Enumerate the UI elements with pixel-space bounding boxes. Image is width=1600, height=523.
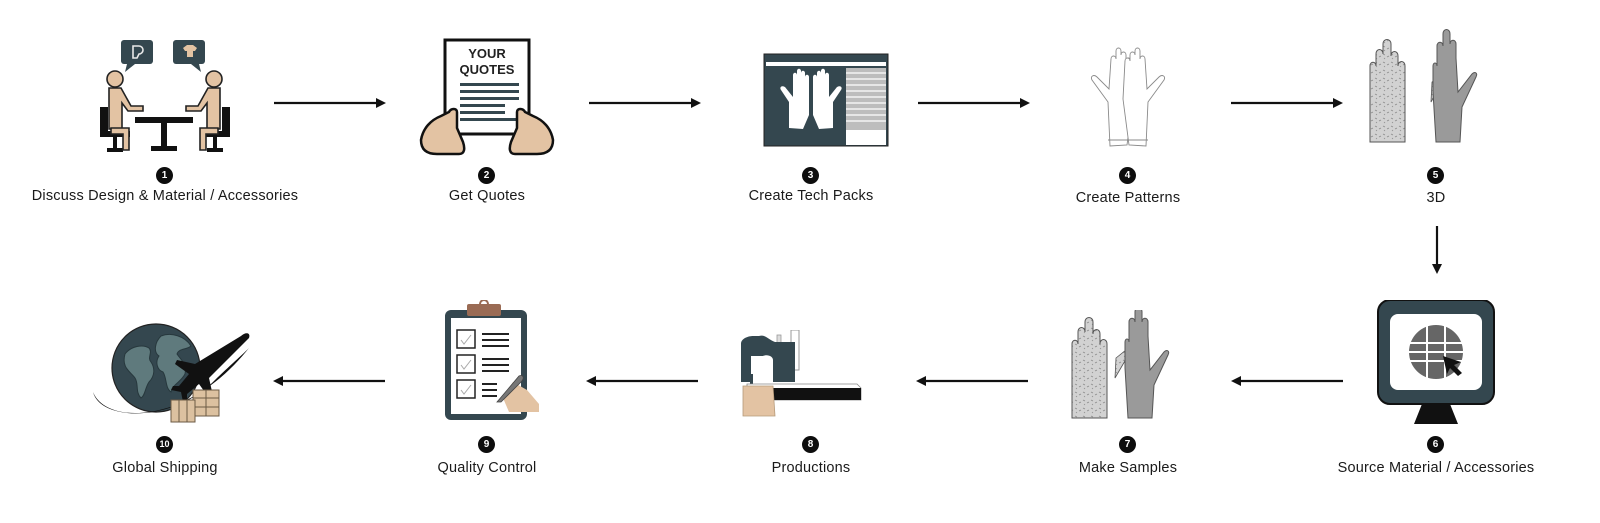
arrow-8-to-9: [586, 376, 698, 386]
step-9-label: Quality Control: [437, 460, 537, 476]
step-9-badge: 9: [478, 436, 495, 453]
step-8-badge: 8: [802, 436, 819, 453]
arrow-4-to-5: [1231, 98, 1343, 108]
step-7-label: Make Samples: [1078, 460, 1178, 476]
step-6-badge: 6: [1427, 436, 1444, 453]
meeting-icon: [15, 38, 315, 156]
tech-pack-icon: [661, 52, 961, 148]
step-3-badge: 3: [802, 167, 819, 184]
globe-plane-icon: [15, 322, 315, 426]
step-8-label: Productions: [771, 460, 851, 476]
arrow-6-to-7: [1231, 376, 1343, 386]
step-1-badge: 1: [156, 167, 173, 184]
step-4-badge: 4: [1119, 167, 1136, 184]
monitor-globe-icon: [1286, 300, 1586, 424]
arrow-1-to-2: [274, 98, 386, 108]
clipboard-checklist-icon: [337, 300, 637, 424]
quote-document-text-line-2: QUOTES: [460, 62, 515, 77]
step-4-label: Create Patterns: [1075, 190, 1181, 206]
arrow-3-to-4: [918, 98, 1030, 108]
step-1-label: Discuss Design & Material / Accessories: [31, 188, 299, 204]
step-5-label: 3D: [1426, 190, 1446, 206]
glove-outline-icon: [978, 38, 1278, 150]
step-10-label: Global Shipping: [112, 460, 218, 476]
step-3-label: Create Tech Packs: [748, 188, 874, 204]
arrow-5-to-6: [1432, 226, 1442, 274]
step-2-label: Get Quotes: [448, 188, 526, 204]
step-2-badge: 2: [478, 167, 495, 184]
arrow-7-to-8: [916, 376, 1028, 386]
arrow-2-to-3: [589, 98, 701, 108]
glove-sample-icon: [978, 310, 1278, 422]
step-6-label: Source Material / Accessories: [1337, 460, 1535, 476]
glove-3d-icon: [1286, 28, 1586, 146]
quote-document-icon: YOUR QUOTES: [337, 38, 637, 160]
step-7-badge: 7: [1119, 436, 1136, 453]
quote-document-text-line-1: YOUR: [468, 46, 506, 61]
sewing-machine-icon: [661, 330, 961, 420]
step-5-badge: 5: [1427, 167, 1444, 184]
step-10-badge: 10: [156, 436, 173, 453]
arrow-9-to-10: [273, 376, 385, 386]
